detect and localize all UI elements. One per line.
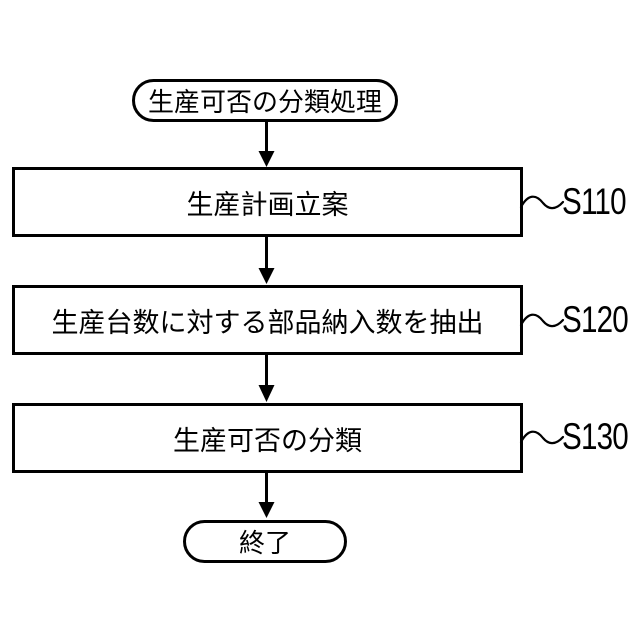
end-terminal-label: 終了 — [238, 528, 291, 558]
step-ref-s110: S110 — [562, 181, 627, 222]
step-ref-s130: S130 — [562, 416, 629, 457]
ref-squiggle-s120 — [519, 313, 565, 328]
process-box-s130: 生産可否の分類 — [12, 403, 523, 473]
start-terminal-label: 生産可否の分類処理 — [147, 87, 382, 117]
process-box-s120-label: 生産台数に対する部品納入数を抽出 — [51, 307, 484, 338]
flow-arrow-3 — [258, 355, 275, 402]
flow-arrow-2 — [258, 237, 275, 284]
start-terminal: 生産可否の分類処理 — [132, 79, 398, 122]
process-box-s120: 生産台数に対する部品納入数を抽出 — [12, 285, 523, 355]
flow-arrow-4 — [258, 473, 275, 518]
end-terminal: 終了 — [183, 520, 347, 563]
ref-squiggle-s130 — [519, 430, 565, 445]
process-box-s110: 生産計画立案 — [12, 167, 523, 237]
flow-arrow-1 — [258, 121, 275, 167]
process-box-s130-label: 生産可否の分類 — [173, 425, 362, 456]
process-box-s110-label: 生産計画立案 — [186, 189, 349, 220]
ref-squiggle-s110 — [519, 195, 565, 210]
step-ref-s120: S120 — [562, 299, 629, 340]
